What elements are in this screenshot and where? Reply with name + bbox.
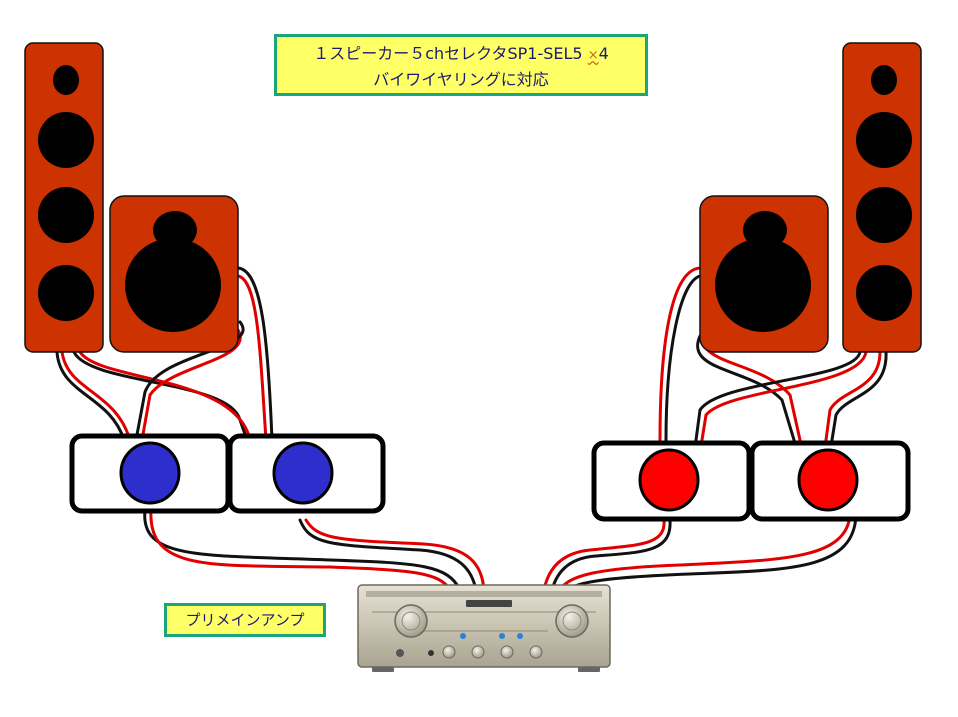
selector-blue-2-icon [227,433,386,514]
title-product-text: １スピーカー５chセレクタSP1-SEL5 [313,44,583,63]
right-bookshelf-speaker-icon [699,195,829,353]
title-line-1: １スピーカー５chセレクタSP1-SEL5 ×4 [277,42,645,68]
left-bookshelf-speaker-icon [109,195,239,353]
right-tower-speaker-icon [842,42,922,353]
speaker-cables [55,266,888,592]
title-label: １スピーカー５chセレクタSP1-SEL5 ×4 バイワイヤリングに対応 [274,34,648,96]
selector-red-2-icon [749,440,911,522]
title-line-2: バイワイヤリングに対応 [373,70,549,89]
multiplier-value: 4 [598,44,609,63]
selector-red-1-icon [591,440,752,522]
integrated-amplifier-icon [357,584,611,672]
multiplier-mark: × [587,48,599,63]
amp-label: プリメインアンプ [164,603,326,637]
selector-blue-1-icon [69,433,231,514]
left-tower-speaker-icon [24,42,104,353]
